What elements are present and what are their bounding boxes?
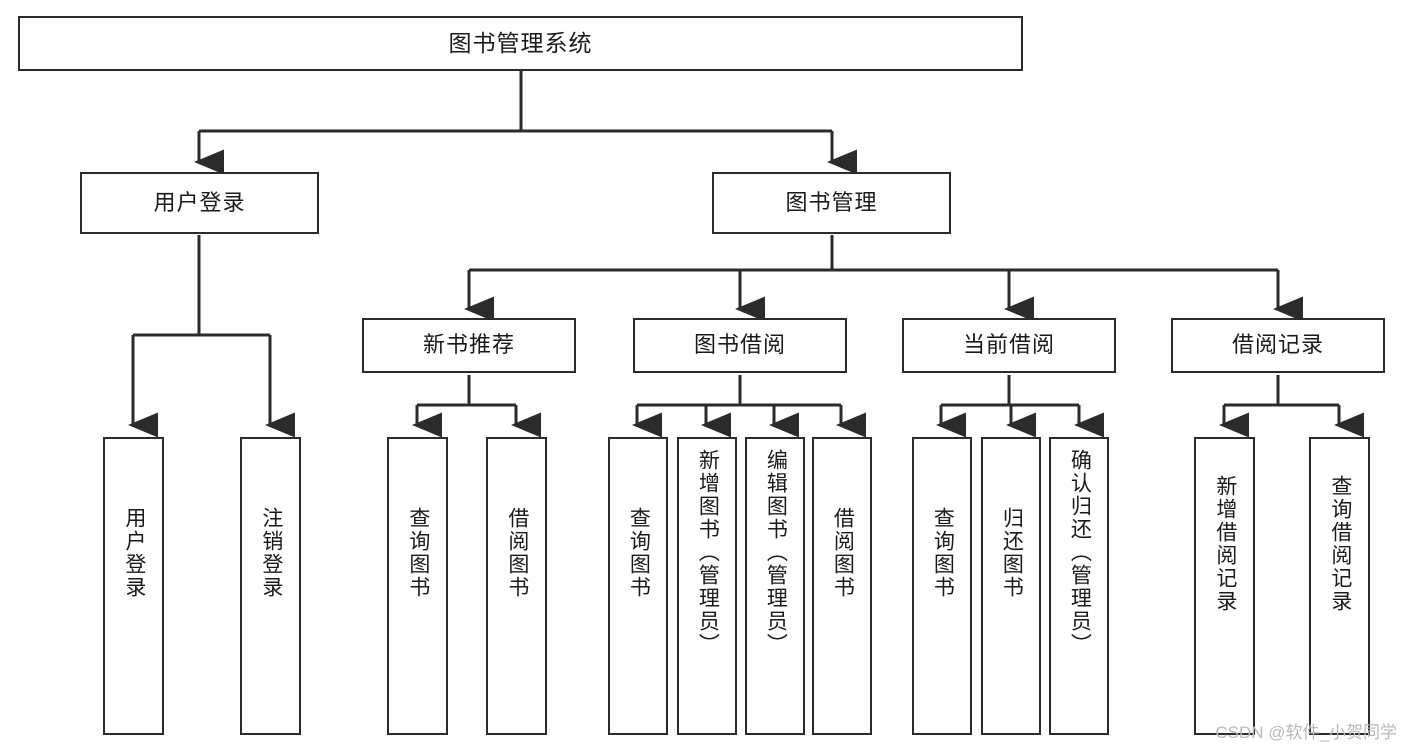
node-new-book-recommend[interactable]: 新书推荐 [362, 318, 576, 373]
leaf-query-borrow-record[interactable]: 查询借阅记录 [1309, 437, 1370, 735]
node-borrow-records[interactable]: 借阅记录 [1171, 318, 1385, 373]
node-label: 查询图书 [931, 507, 955, 599]
node-label: 查询图书 [627, 507, 651, 599]
node-label: 用户登录 [153, 189, 246, 215]
node-label: 确认归还（管理员） [1068, 449, 1092, 656]
node-label: 当前借阅 [962, 332, 1055, 358]
leaf-query-book-recommend[interactable]: 查询图书 [387, 437, 448, 735]
node-label: 图书管理系统 [448, 29, 593, 56]
node-user-login[interactable]: 用户登录 [80, 172, 319, 234]
node-label: 借阅图书 [505, 507, 529, 599]
node-current-borrow[interactable]: 当前借阅 [902, 318, 1116, 373]
csdn-watermark: CSDN @软件_小贺同学 [1215, 723, 1397, 742]
leaf-user-logout[interactable]: 注销登录 [240, 437, 301, 735]
leaf-query-book-current[interactable]: 查询图书 [912, 437, 972, 735]
node-label: 图书借阅 [693, 332, 786, 358]
leaf-edit-book-admin[interactable]: 编辑图书（管理员） [745, 437, 805, 735]
leaf-add-book-admin[interactable]: 新增图书（管理员） [677, 437, 737, 735]
leaf-return-book[interactable]: 归还图书 [981, 437, 1041, 735]
node-label: 借阅记录 [1231, 332, 1324, 358]
node-label: 查询借阅记录 [1328, 475, 1352, 613]
leaf-query-book-borrow[interactable]: 查询图书 [608, 437, 668, 735]
node-label: 查询图书 [406, 507, 430, 599]
node-label: 编辑图书（管理员） [764, 449, 788, 656]
node-label: 借阅图书 [831, 507, 855, 599]
node-label: 注销登录 [259, 507, 283, 599]
leaf-borrow-book[interactable]: 借阅图书 [812, 437, 872, 735]
node-book-borrow[interactable]: 图书借阅 [633, 318, 847, 373]
node-label: 归还图书 [1000, 507, 1024, 599]
leaf-user-login[interactable]: 用户登录 [103, 437, 164, 735]
leaf-add-borrow-record[interactable]: 新增借阅记录 [1194, 437, 1255, 735]
node-label: 图书管理 [785, 189, 878, 215]
node-book-management[interactable]: 图书管理 [712, 172, 951, 234]
node-label: 新增图书（管理员） [696, 449, 720, 656]
node-label: 用户登录 [122, 507, 146, 599]
node-label: 新增借阅记录 [1213, 475, 1237, 613]
leaf-borrow-book-recommend[interactable]: 借阅图书 [486, 437, 547, 735]
leaf-confirm-return-admin[interactable]: 确认归还（管理员） [1049, 437, 1109, 735]
node-root-system[interactable]: 图书管理系统 [18, 16, 1023, 71]
node-label: 新书推荐 [422, 332, 515, 358]
